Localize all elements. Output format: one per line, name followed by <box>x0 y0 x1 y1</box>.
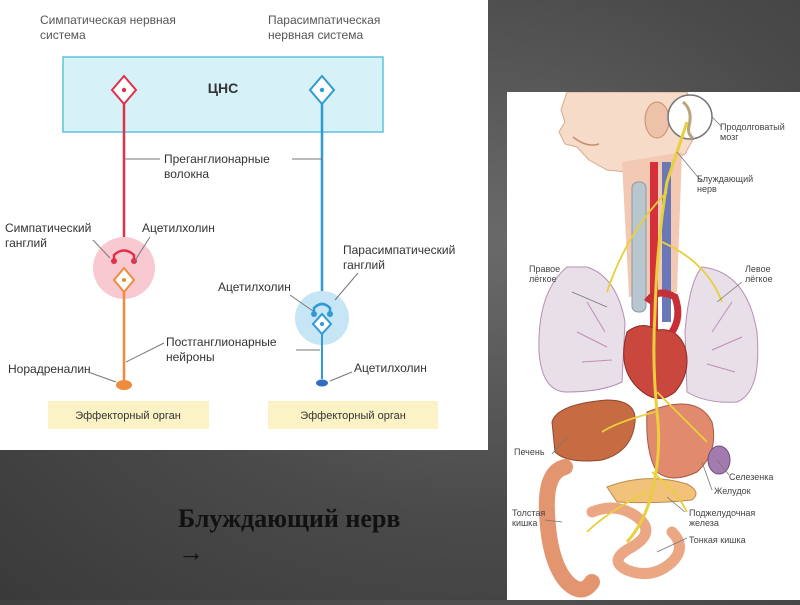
mouth <box>572 136 600 146</box>
cns-label: ЦНС <box>208 80 238 96</box>
acetylcholine-sympathetic-label: Ацетилхолин <box>142 221 215 235</box>
small-intestine <box>586 502 685 580</box>
leader-lines <box>544 116 743 553</box>
postganglionic-label-line1: Постганглионарные <box>166 335 277 349</box>
liver-label: Печень <box>514 447 545 457</box>
trachea <box>631 181 647 313</box>
parasympathetic-ganglion-label-line1: Парасимпатический <box>343 243 455 257</box>
left-lung <box>684 266 759 403</box>
noradrenaline-label: Норадреналин <box>8 362 91 376</box>
liver <box>551 399 636 462</box>
sympathetic-nerve-ending <box>116 380 132 390</box>
medulla-label-line1: Продолговатый <box>720 122 785 132</box>
sympathetic-ganglion-label-line1: Симпатический <box>5 221 91 235</box>
spleen-label: Селезенка <box>729 472 773 482</box>
ans-diagram: Симпатическая нервная система Парасимпат… <box>5 13 455 429</box>
pancreas-label-line1: Поджелудочная <box>689 508 755 518</box>
right-lung-label-line1: Правое <box>529 264 560 274</box>
brainstem <box>681 100 694 140</box>
parasympathetic-ganglion <box>311 302 333 336</box>
vagus-label-line2: нерв <box>697 184 717 194</box>
small-intestine-label: Тонкая кишка <box>689 535 746 545</box>
lung-bronchi <box>576 301 743 373</box>
carotid-artery <box>650 162 658 332</box>
acetylcholine-parasympathetic-pointer <box>289 294 314 312</box>
parasympathetic-title-line1: Парасимпатическая <box>268 13 380 27</box>
pancreas-label-line2: железа <box>689 518 719 528</box>
left-lung-label-line1: Левое <box>745 264 771 274</box>
medulla-label-line2: мозг <box>720 132 739 142</box>
effector-organ-right <box>268 401 438 429</box>
vagus-label-line1: Блуждающий <box>697 174 753 184</box>
preganglionic-label-line2: волокна <box>164 167 209 181</box>
ans-diagram-panel: Симпатическая нервная система Парасимпат… <box>0 0 488 450</box>
acetylcholine-parasympathetic-label: Ацетилхолин <box>218 280 291 294</box>
left-lung-label-line2: лёгкое <box>745 274 773 284</box>
parasympathetic-ganglion-label-line2: ганглий <box>343 258 385 272</box>
spleen <box>707 445 731 475</box>
right-lung <box>538 266 626 393</box>
sympathetic-cns-neuron <box>110 74 138 106</box>
preganglionic-label-line1: Преганглионарные <box>164 152 270 166</box>
postganglionic-label-line2: нейроны <box>166 350 215 364</box>
stomach-label: Желудок <box>714 486 751 496</box>
jugular-vein <box>662 162 671 322</box>
vagus-branches <box>586 191 723 533</box>
vagus-anatomy-illustration: Продолговатый мозг Блуждающий нерв Право… <box>512 91 785 598</box>
acetylcholine-ending-pointer <box>329 371 353 382</box>
acetylcholine-sympathetic-pointer <box>133 236 151 263</box>
caption-arrow: → <box>178 538 204 567</box>
parasympathetic-ganglion-pointer <box>334 272 359 301</box>
parasympathetic-cns-neuron <box>308 74 336 106</box>
stomach <box>646 403 715 479</box>
sympathetic-title-line2: система <box>40 28 86 42</box>
parasympathetic-nerve-ending <box>316 379 328 387</box>
effector-organ-left <box>48 401 209 429</box>
vagus-nerve <box>625 121 689 544</box>
caption-title: Блуждающий нерв <box>178 504 401 533</box>
effector-organ-right-label: Эффекторный орган <box>300 410 406 422</box>
colon-label-line1: Толстая <box>512 508 545 518</box>
parasympathetic-title-line2: нервная система <box>268 28 363 42</box>
sympathetic-title-line1: Симпатическая нервная <box>40 13 176 27</box>
postganglionic-pointer-left <box>125 342 165 363</box>
noradrenaline-pointer <box>87 371 117 383</box>
effector-organ-left-label: Эффекторный орган <box>75 410 181 422</box>
acetylcholine-ending-label: Ацетилхолин <box>354 361 427 375</box>
sympathetic-ganglion-label-line2: ганглий <box>5 236 47 250</box>
colon-label-line2: кишка <box>512 518 537 528</box>
ear <box>644 101 670 139</box>
aorta <box>644 289 682 334</box>
sympathetic-ganglion-pointer <box>92 239 111 259</box>
right-lung-label-line2: лёгкое <box>529 274 557 284</box>
slide-caption: Блуждающий нерв → <box>178 502 498 570</box>
vagus-anatomy-panel: Продолговатый мозг Блуждающий нерв Право… <box>507 91 800 600</box>
colon <box>538 459 600 598</box>
